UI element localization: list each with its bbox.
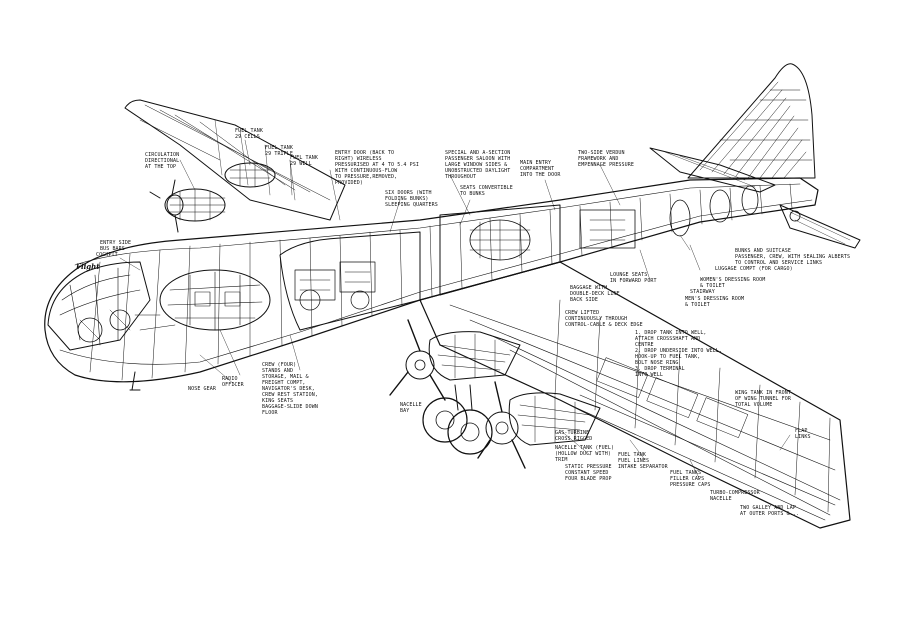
callout-circulation: CIRCULATION DIRECTIONAL AT THE TOP bbox=[145, 152, 180, 170]
callout-bunks-suitcase: BUNKS AND SUITCASE PASSENGER, CREW, WITH… bbox=[735, 248, 851, 266]
crew-compartment bbox=[159, 269, 271, 331]
callout-turbo-compressor: TURBO-COMPRESSOR NACELLE bbox=[710, 490, 760, 502]
callout-radio-officer: RADIO OFFICER bbox=[222, 376, 244, 388]
far-engine-inner bbox=[224, 162, 276, 188]
callout-stairway: STAIRWAY bbox=[690, 289, 715, 295]
main-landing-gear bbox=[422, 384, 493, 455]
callout-main-entry: MAIN ENTRY COMPARTMENT INTO THE DOOR bbox=[520, 160, 561, 178]
callout-lounge-seats: LOUNGE SEATS IN FORWARD PORT bbox=[610, 272, 657, 284]
horizontal-stabiliser-far bbox=[649, 147, 776, 193]
callout-fuel-tank-triple: FUEL TANK 29 TRIPLE bbox=[265, 145, 293, 157]
leader-lines bbox=[119, 139, 791, 481]
callout-drop-tank-steps: 1. DROP TANK INTO WELL, ATTACH CROSSSHAF… bbox=[635, 330, 723, 378]
tail-fin bbox=[687, 63, 816, 179]
callout-womens-dressing: WOMEN'S DRESSING ROOM & TOILET bbox=[700, 277, 766, 289]
callout-wing-tank: WING TANK IN FRONT OF WING TUNNEL FOR TO… bbox=[735, 390, 791, 408]
callout-gas-turbine: GAS-TURBINE CROSS RIGGED bbox=[555, 430, 593, 442]
callout-six-doors: SIX DOORS (WITH FOLDING BUNKS) SLEEPING … bbox=[385, 190, 438, 208]
callout-fuel-tank-cells: FUEL TANK 29 CELLS bbox=[235, 128, 263, 140]
horizontal-stabiliser-near bbox=[779, 204, 861, 249]
callout-luggage-compt: LUGGAGE COMPT (FOR CARGO) bbox=[715, 266, 793, 272]
callout-mens-dressing: MEN'S DRESSING ROOM & TOILET bbox=[685, 296, 745, 308]
flight-logo: Flight bbox=[76, 262, 100, 271]
callout-cockpit: COCKPIT bbox=[96, 252, 118, 258]
main-cabin bbox=[279, 231, 421, 331]
callout-nose-gear: NOSE GEAR bbox=[188, 386, 216, 392]
callout-filler-caps: FUEL TANKS FILLER CAPS PRESSURE CAPS bbox=[670, 470, 711, 488]
callout-crew-four: CREW (FOUR) STANDS AND STORAGE, MAIL & F… bbox=[262, 362, 318, 416]
callout-fuel-tank-well: FUEL TANK 29 WELL bbox=[290, 155, 318, 167]
near-engine-inner bbox=[389, 319, 521, 401]
far-engine-outer bbox=[149, 179, 226, 233]
callout-static-pressure: STATIC PRESSURE CONSTANT SPEED FOUR BLAD… bbox=[565, 464, 612, 482]
callout-entry-side: ENTRY SIDE BUS BARS bbox=[100, 240, 132, 252]
callout-verdun-framework: TWO-SIDE VERDUN FRAMEWORK AND EMPENNAGE … bbox=[578, 150, 634, 168]
callout-seats-convertible: SEATS CONVERTIBLE TO BUNKS bbox=[460, 185, 513, 197]
callout-nacelle-bay: NACELLE BAY bbox=[400, 402, 422, 414]
callout-galley-lap: TWO GALLEY AND LAP AT OUTER PORTS &... bbox=[740, 505, 800, 517]
aft-cabin bbox=[579, 185, 759, 249]
nose-gear bbox=[129, 371, 141, 391]
callout-crew-lifted: CREW LIFTED CONTINUOUSLY THROUGH CONTROL… bbox=[565, 310, 643, 328]
callout-fuel-lines: FUEL TANK FUEL LINES INTAKE SEPARATOR bbox=[618, 452, 668, 470]
callout-baggage: BAGGAGE WITH DOUBLE-DECK LINE BACK SIDE bbox=[570, 285, 620, 303]
near-engine-outer bbox=[477, 381, 601, 469]
callout-passenger-saloon: SPECIAL AND A-SECTION PASSENGER SALOON W… bbox=[445, 150, 511, 180]
near-wing bbox=[419, 261, 851, 529]
callout-flap-links: FLAP LINKS bbox=[795, 428, 811, 440]
far-wing bbox=[124, 99, 346, 221]
cockpit-nose bbox=[47, 261, 176, 351]
fuselage bbox=[44, 177, 819, 383]
callout-entry-door: ENTRY DOOR (BACK TO RIGHT) WIRELESS PRES… bbox=[335, 150, 419, 186]
callout-nacelle-tank: NACELLE TANK (FUEL) (HOLLOW DUCT WITH) T… bbox=[555, 445, 615, 463]
